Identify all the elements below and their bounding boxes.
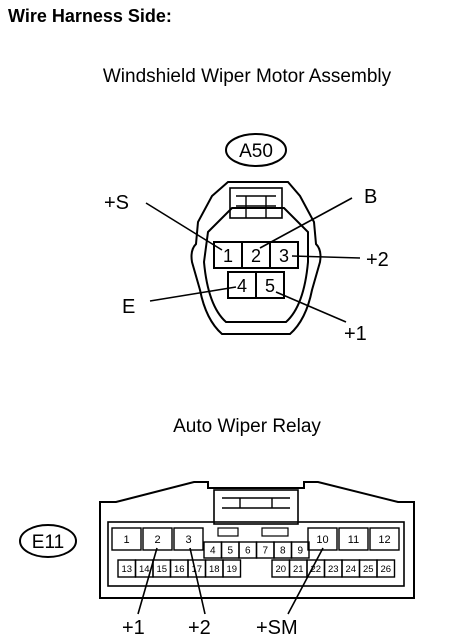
relay-pin-bl-5: 18 bbox=[209, 564, 220, 575]
motor-label-b: B bbox=[364, 186, 377, 208]
relay-title: Auto Wiper Relay bbox=[173, 416, 321, 437]
relay-pin-top-0-box bbox=[111, 527, 142, 551]
leader-relay-sm bbox=[287, 547, 324, 615]
relay-pin-top-1: 2 bbox=[154, 534, 160, 546]
relay-pin-br-3: 23 bbox=[328, 564, 339, 575]
relay-latch bbox=[213, 489, 299, 525]
relay-pin-top-0: 1 bbox=[123, 534, 129, 546]
relay-pin-br-5: 25 bbox=[363, 564, 374, 575]
relay-pin-bl-1: 14 bbox=[139, 564, 150, 575]
relay-pin-top-5: 12 bbox=[378, 534, 390, 546]
relay-cavity bbox=[107, 521, 405, 587]
relay-pin-br-4: 24 bbox=[345, 564, 356, 575]
motor-pin-5-box bbox=[255, 271, 285, 299]
relay-pin-top-4: 11 bbox=[348, 534, 359, 546]
relay-pin-br-1: 21 bbox=[293, 564, 304, 575]
relay-pin-top-5-box bbox=[369, 527, 400, 551]
relay-pin-top-2-box bbox=[173, 527, 204, 551]
relay-pin-mid-2: 6 bbox=[245, 546, 251, 557]
relay-pin-mid-5: 9 bbox=[297, 546, 303, 557]
motor-title: Windshield Wiper Motor Assembly bbox=[102, 66, 392, 87]
relay-label-p2: +2 bbox=[188, 617, 211, 639]
motor-label-p1: +1 bbox=[344, 323, 367, 345]
motor-label-e: E bbox=[122, 296, 135, 318]
leader-p1 bbox=[275, 291, 347, 323]
relay-pin-br-6: 26 bbox=[380, 564, 391, 575]
motor-label-p2: +2 bbox=[366, 249, 389, 271]
leader-e bbox=[149, 286, 237, 302]
relay-pin-bl-4: 17 bbox=[191, 564, 202, 575]
relay-pin-mid-1: 5 bbox=[227, 546, 233, 557]
relay-pin-bl-3: 16 bbox=[174, 564, 185, 575]
relay-pin-bl-6-box bbox=[222, 559, 242, 578]
motor-connector-id: A50 bbox=[239, 141, 273, 162]
relay-pin-top-2: 3 bbox=[185, 534, 191, 546]
motor-pin-1: 1 bbox=[223, 246, 233, 266]
relay-pin-mid-4: 8 bbox=[280, 546, 286, 557]
relay-pin-mid-3: 7 bbox=[262, 546, 268, 557]
motor-pin-4: 4 bbox=[237, 276, 247, 296]
relay-pin-br-2: 22 bbox=[310, 564, 321, 575]
leader-relay-p1 bbox=[137, 547, 158, 615]
leader-p2 bbox=[291, 255, 361, 259]
relay-pin-br-6-box bbox=[376, 559, 396, 578]
motor-pin-2: 2 bbox=[251, 246, 261, 266]
motor-label-s: +S bbox=[104, 192, 129, 214]
motor-housing-inner bbox=[202, 207, 309, 323]
relay-pin-bl-6: 19 bbox=[226, 564, 237, 575]
relay-pin-top-3-box bbox=[307, 527, 338, 551]
leader-b bbox=[259, 197, 353, 249]
relay-pin-mid-0: 4 bbox=[210, 546, 216, 557]
relay-id-ellipse bbox=[19, 524, 77, 558]
relay-pin-mid-5-box bbox=[290, 541, 310, 559]
motor-pin-3-box bbox=[269, 241, 299, 269]
relay-pin-top-1-box bbox=[142, 527, 173, 551]
relay-housing-outer bbox=[99, 481, 415, 599]
leader-relay-p2 bbox=[189, 547, 206, 615]
relay-label-p1: +1 bbox=[122, 617, 145, 639]
relay-pin-br-0: 20 bbox=[275, 564, 286, 575]
relay-pin-top-3: 10 bbox=[316, 534, 328, 546]
relay-pin-top-4-box bbox=[338, 527, 369, 551]
relay-pin-bl-0: 13 bbox=[121, 564, 132, 575]
motor-pin-5: 5 bbox=[265, 276, 275, 296]
motor-housing-outer bbox=[190, 181, 322, 335]
leader-s bbox=[145, 202, 223, 251]
relay-connector-id: E11 bbox=[32, 532, 64, 553]
relay-pin-bl-2: 15 bbox=[156, 564, 167, 575]
motor-latch bbox=[229, 187, 283, 219]
relay-label-sm: +SM bbox=[256, 617, 298, 639]
motor-id-ellipse bbox=[225, 133, 287, 167]
motor-pin-3: 3 bbox=[279, 246, 289, 266]
page-heading: Wire Harness Side: bbox=[8, 6, 172, 26]
